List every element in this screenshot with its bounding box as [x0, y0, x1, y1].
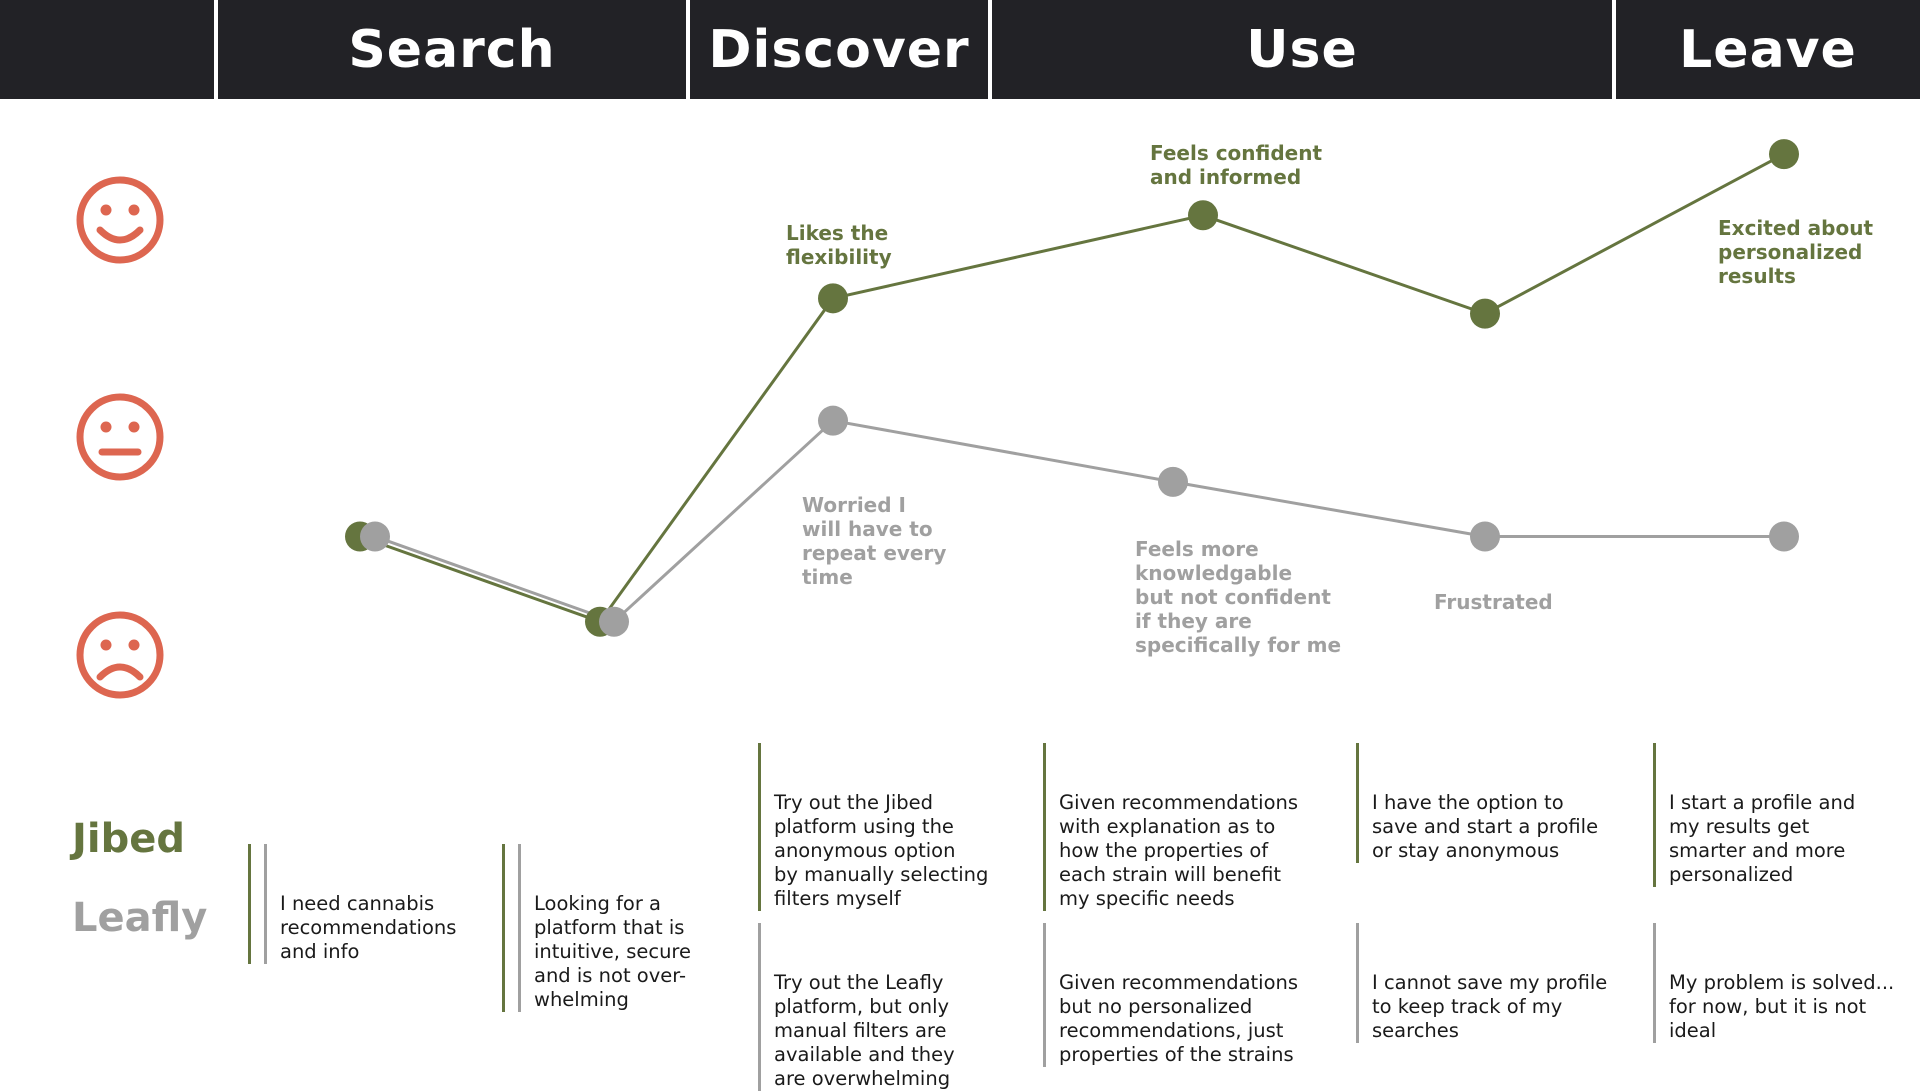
- legend-jibed: Jibed: [72, 816, 185, 862]
- note-leafly-use-2: I cannot save my profile to keep track o…: [1356, 923, 1626, 1043]
- sad-face-icon: [76, 611, 164, 699]
- note-jibed-use-1: Given recommendations with explanation a…: [1043, 743, 1323, 911]
- note-jibed-leave: I start a profile and my results get sma…: [1653, 743, 1903, 887]
- note-jibed-use-1-text: Given recommendations with explanation a…: [1059, 791, 1299, 910]
- data-point-leafly-6: [1769, 521, 1799, 552]
- data-point-leafly-4: [1158, 466, 1188, 497]
- label-leafly-frustrated: Frustrated: [1434, 590, 1553, 614]
- phase-search: Search: [218, 0, 686, 99]
- note-leafly-leave-text: My problem is solved... for now, but it …: [1669, 971, 1895, 1042]
- note-jibed-discover: Try out the Jibed platform using the ano…: [758, 743, 1018, 911]
- happy-face-icon: [76, 176, 164, 264]
- note-jibed-use-2: I have the option to save and start a pr…: [1356, 743, 1626, 863]
- note-search-2-text: Looking for a platform that is intuitive…: [534, 892, 692, 1011]
- series-line-jibed: [359, 152, 1785, 624]
- note-leafly-use-2-text: I cannot save my profile to keep track o…: [1372, 971, 1608, 1042]
- data-point-jibed-3: [818, 283, 848, 314]
- phase-use: Use: [992, 0, 1612, 99]
- data-point-leafly-5: [1470, 521, 1500, 552]
- note-jibed-use-2-text: I have the option to save and start a pr…: [1372, 791, 1599, 862]
- note-search-2: Looking for a platform that is intuitive…: [502, 844, 712, 1012]
- series-line-leafly: [374, 419, 1784, 624]
- note-leafly-use-1: Given recommendations but no personalize…: [1043, 923, 1333, 1067]
- note-search-1-text: I need cannabis recommendations and info: [280, 892, 457, 963]
- data-point-leafly-1: [360, 521, 390, 552]
- data-point-leafly-2: [599, 606, 629, 637]
- phase-header-blank: [0, 0, 214, 99]
- data-point-leafly-3: [818, 405, 848, 436]
- data-point-jibed-4: [1188, 200, 1218, 231]
- note-leafly-discover: Try out the Leafly platform, but only ma…: [758, 923, 1018, 1091]
- neutral-face-icon: [76, 393, 164, 481]
- legend-leafly: Leafly: [72, 895, 208, 941]
- note-leafly-discover-text: Try out the Leafly platform, but only ma…: [774, 971, 955, 1090]
- note-jibed-discover-text: Try out the Jibed platform using the ano…: [774, 791, 989, 910]
- note-leafly-use-1-text: Given recommendations but no personalize…: [1059, 971, 1299, 1066]
- note-search-1: I need cannabis recommendations and info: [248, 844, 478, 964]
- data-point-jibed-6: [1769, 139, 1799, 170]
- data-point-jibed-5: [1470, 298, 1500, 329]
- phase-discover: Discover: [690, 0, 988, 99]
- note-leafly-leave: My problem is solved... for now, but it …: [1653, 923, 1903, 1043]
- note-jibed-leave-text: I start a profile and my results get sma…: [1669, 791, 1856, 886]
- phase-leave: Leave: [1616, 0, 1920, 99]
